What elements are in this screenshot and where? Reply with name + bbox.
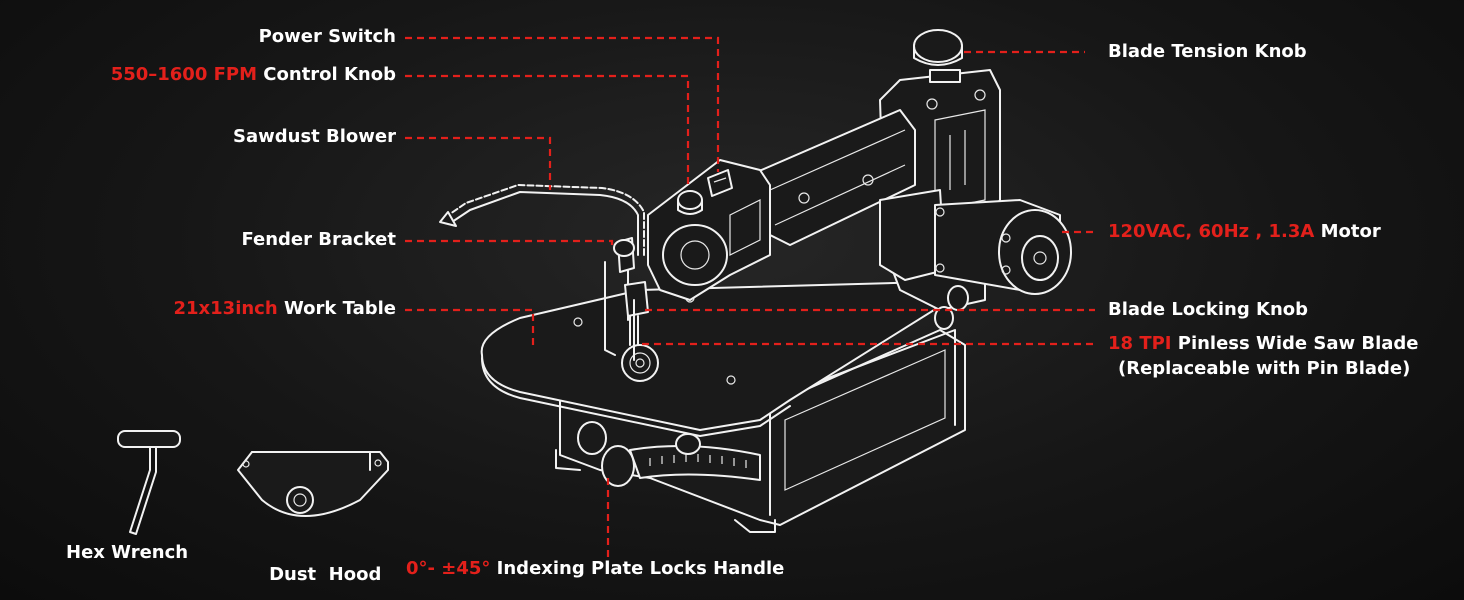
work-table-edge <box>481 357 791 437</box>
label-indexing-plate: 0°- ±45° Indexing Plate Locks Handle <box>406 558 784 580</box>
label-blade-locking-knob: Blade Locking Knob <box>1108 299 1308 321</box>
leader-lines <box>405 36 1095 560</box>
label-dust-hood: Dust Hood <box>244 542 381 600</box>
label-saw-blade-text: Pinless Wide Saw Blade <box>1171 333 1419 354</box>
hex-wrench-drawing <box>117 430 181 535</box>
label-blade-locking-knob-text: Blade Locking Knob <box>1108 299 1309 320</box>
lower-arm <box>879 189 946 281</box>
head-cover-hub <box>680 240 710 270</box>
label-indexing-plate-text: Indexing Plate Locks Handle <box>490 558 785 579</box>
leader-work-table <box>405 308 535 350</box>
label-saw-blade-note: (Replaceable with Pin Blade) <box>1118 358 1410 380</box>
label-control-knob-spec: 550–1600 FPM <box>110 64 258 85</box>
indexing-plate <box>629 445 761 481</box>
front-head <box>647 159 771 301</box>
base-panel-detail <box>784 349 946 491</box>
label-saw-blade: 18 TPI Pinless Wide Saw Blade <box>1108 333 1419 355</box>
table-insert <box>621 344 659 382</box>
label-work-table-text: Work Table <box>277 298 396 319</box>
leader-control-knob <box>405 74 690 186</box>
sawdust-blower-hose-outline <box>449 184 645 256</box>
indexing-lock-handle <box>577 421 701 487</box>
dust-hood-drawing <box>237 451 389 517</box>
rear-column-panel <box>934 109 986 211</box>
column-bolt <box>926 98 938 110</box>
sawdust-blower-hose <box>451 191 639 256</box>
blower-nozzle <box>439 211 457 227</box>
upper-arm-rib <box>769 129 906 226</box>
fender-bracket <box>604 237 635 356</box>
blade-tension-knob <box>913 29 963 83</box>
label-sawdust-blower-text: Sawdust Blower <box>233 126 396 147</box>
blade-locking-knob <box>934 285 969 330</box>
label-hex-wrench-text: Hex Wrench <box>66 542 189 563</box>
label-sawdust-blower: Sawdust Blower <box>233 126 396 148</box>
label-blade-tension-knob: Blade Tension Knob <box>1108 41 1307 63</box>
leader-sawdust-blower <box>405 136 552 190</box>
label-fender-bracket: Fender Bracket <box>241 229 396 251</box>
label-saw-blade-spec: 18 TPI <box>1108 333 1172 354</box>
label-saw-blade-note-text: (Replaceable with Pin Blade) <box>1118 358 1411 379</box>
label-fender-bracket-text: Fender Bracket <box>241 229 396 250</box>
power-switch <box>707 169 733 197</box>
label-work-table-spec: 21x13inch <box>173 298 278 319</box>
column-bolt <box>974 89 986 101</box>
label-control-knob-text: Control Knob <box>257 64 396 85</box>
speed-control-knob <box>677 190 703 215</box>
arm-bolt <box>798 192 810 204</box>
motor <box>934 199 1072 295</box>
label-indexing-plate-spec: 0°- ±45° <box>406 558 491 579</box>
label-dust-hood-text: Dust Hood <box>269 564 382 585</box>
scroll-saw-drawing <box>439 29 1072 533</box>
head-cover <box>662 224 728 286</box>
label-motor: 120VAC, 60Hz , 1.3A Motor <box>1108 221 1381 243</box>
head-side-panel <box>729 199 761 256</box>
label-blade-tension-knob-text: Blade Tension Knob <box>1108 41 1307 62</box>
label-hex-wrench: Hex Wrench <box>66 542 188 564</box>
label-power-switch-text: Power Switch <box>258 26 396 47</box>
leader-power-switch <box>405 36 720 172</box>
leader-fender-bracket <box>405 239 614 250</box>
label-work-table: 21x13inch Work Table <box>173 298 396 320</box>
label-control-knob: 550–1600 FPM Control Knob <box>111 64 396 86</box>
label-motor-spec: 120VAC, 60Hz , 1.3A <box>1108 221 1315 242</box>
label-motor-text: Motor <box>1314 221 1381 242</box>
label-power-switch: Power Switch <box>259 26 396 48</box>
blade-clamp <box>624 281 649 346</box>
arm-bolt <box>862 174 874 186</box>
base-foot-left <box>555 449 581 471</box>
base-foot-right <box>734 519 776 533</box>
indexing-scale-ticks <box>649 454 747 468</box>
